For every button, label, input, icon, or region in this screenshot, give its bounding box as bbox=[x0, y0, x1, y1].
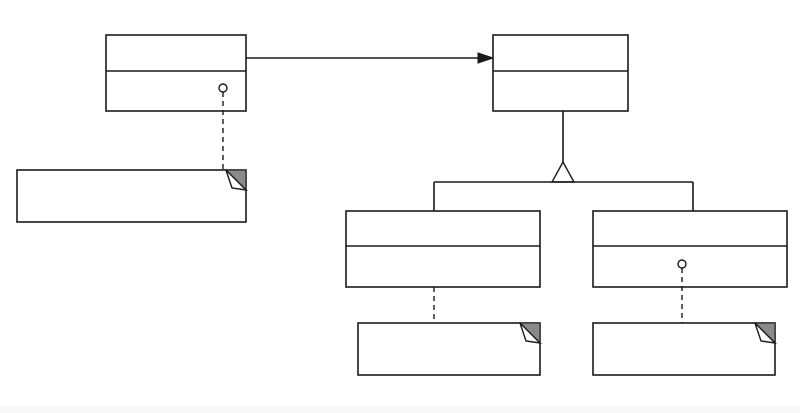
note-fold-icon bbox=[224, 169, 248, 192]
note-context[interactable] bbox=[16, 169, 248, 223]
association-arrowhead bbox=[477, 52, 495, 64]
anchor-circle-icon bbox=[218, 83, 228, 93]
class-box-context[interactable] bbox=[105, 34, 247, 112]
class-box-concrete-b[interactable] bbox=[592, 210, 788, 288]
class-box-abstract[interactable] bbox=[492, 34, 629, 112]
note-anchor-context bbox=[218, 83, 228, 172]
generalization-connector bbox=[433, 111, 694, 211]
canvas-bottom-strip bbox=[0, 406, 800, 413]
note-fold-icon bbox=[753, 322, 777, 345]
note-concrete-b[interactable] bbox=[592, 322, 777, 376]
anchor-circle-icon bbox=[677, 259, 687, 269]
generalization-triangle bbox=[550, 160, 576, 183]
class-box-concrete-a[interactable] bbox=[345, 210, 541, 288]
note-concrete-a[interactable] bbox=[357, 322, 542, 376]
note-anchor-concrete-b bbox=[677, 259, 687, 323]
association-line bbox=[246, 52, 495, 64]
note-fold-icon bbox=[518, 322, 542, 345]
